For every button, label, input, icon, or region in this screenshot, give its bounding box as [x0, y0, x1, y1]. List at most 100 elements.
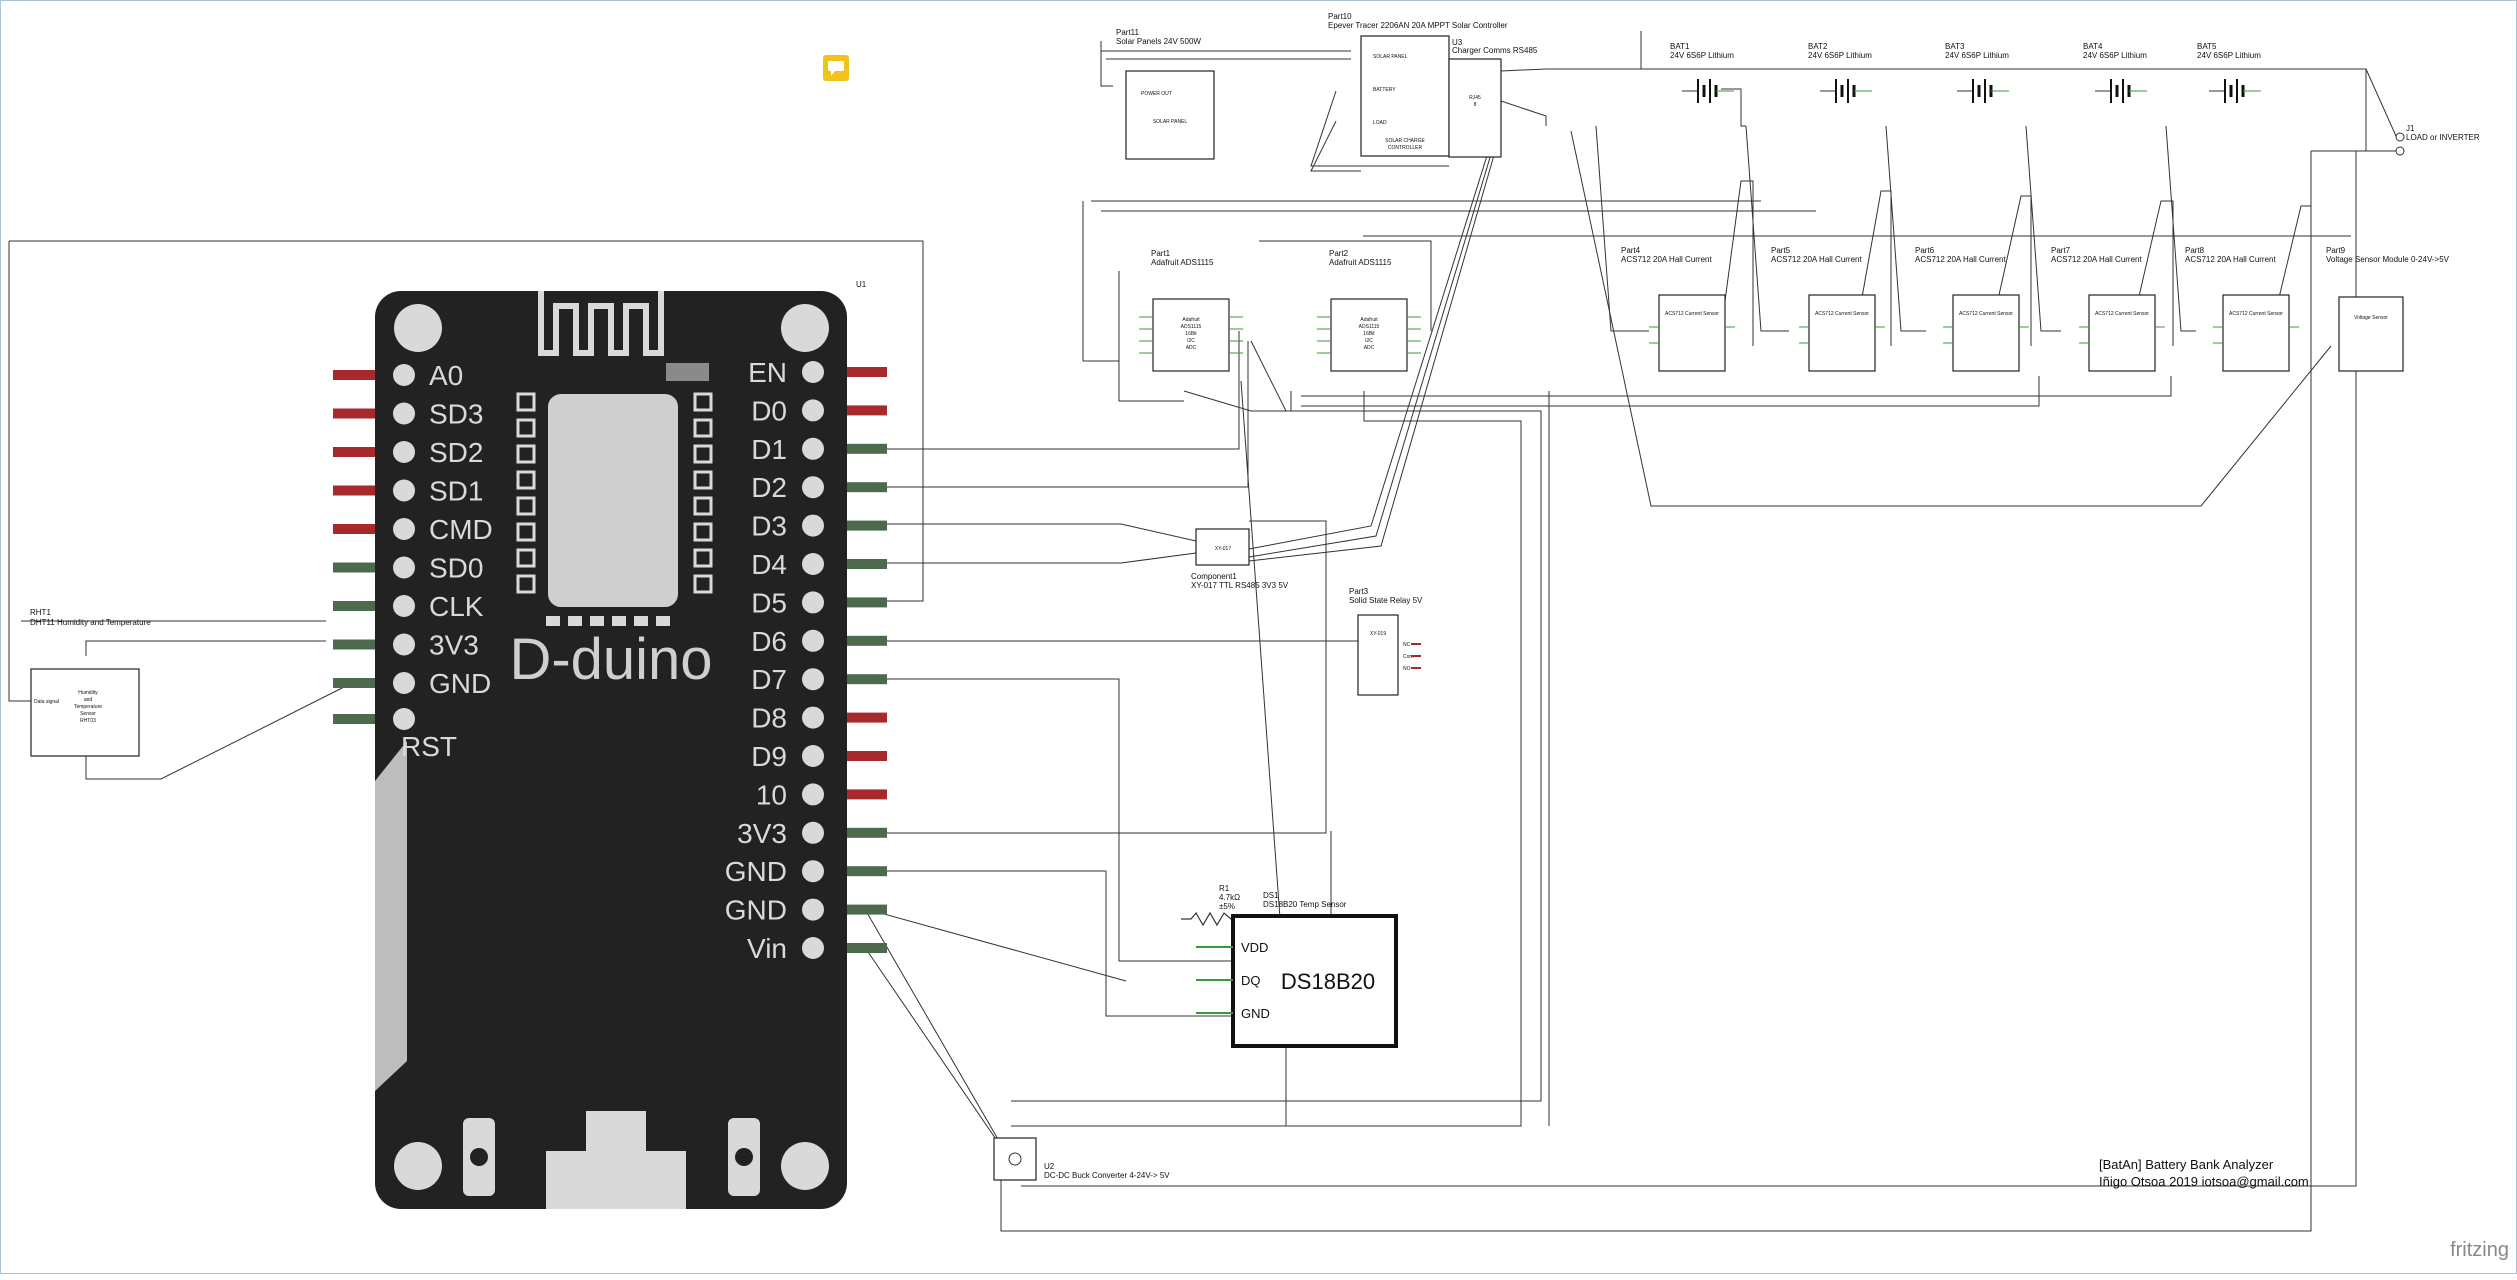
button-icon	[470, 1148, 488, 1166]
pin-pad-icon	[393, 672, 415, 694]
voltage-sensor[interactable]: Part9 Voltage Sensor Module 0-24V->5V Vo…	[2326, 246, 2450, 372]
footer-title: [BatAn] Battery Bank Analyzer	[2099, 1157, 2274, 1172]
ttl-rs485-module[interactable]: XY-017 Component1 XY-017 TTL RS485 3V3 5…	[1191, 528, 1289, 590]
voltage-body-label: Voltage Sensor	[2354, 315, 2388, 321]
pin-stub	[847, 443, 887, 454]
pin-stub	[333, 370, 375, 380]
wire	[1259, 240, 1432, 331]
pin-label: RST	[401, 731, 457, 762]
pin-stub	[333, 639, 375, 650]
adc-body-line: I2C	[1187, 338, 1195, 344]
pin-label: D1	[751, 434, 787, 465]
load-connector[interactable]: J1 LOAD or INVERTER	[2395, 124, 2480, 156]
controller-pin-label: LOAD	[1373, 120, 1387, 126]
dht-body-line: Temperature	[74, 704, 102, 710]
wire	[1720, 180, 1754, 346]
board-label: D-duino	[509, 627, 712, 692]
battery-title: 24V 6S6P Lithium	[2197, 51, 2261, 60]
battery-title: 24V 6S6P Lithium	[1945, 51, 2009, 60]
resistor-value: 4.7kΩ	[1219, 893, 1240, 902]
pin-label: A0	[429, 360, 463, 391]
wire	[1310, 90, 1449, 167]
pin-label: D4	[751, 549, 787, 580]
pad-icon	[693, 496, 713, 516]
wire	[2365, 68, 2397, 137]
panel-ref: Part11	[1116, 28, 1140, 37]
pad-icon	[516, 470, 536, 490]
ds-pin-label: VDD	[1241, 940, 1268, 955]
adc-body-line: ADC	[1364, 345, 1375, 351]
panel-body-label: SOLAR PANEL	[1153, 119, 1188, 125]
ds18b20-sensor[interactable]: DS1 DS18B20 Temp Sensor DS18B20 VDD DQ G…	[1196, 891, 1398, 1048]
ds-ref: DS1	[1263, 891, 1279, 900]
sensor-body-label: ACS712 Current Sensor	[1815, 311, 1869, 317]
pin-stub	[847, 482, 887, 493]
d-duino-board[interactable]: D-duino U1 A0SD3SD2SD1CMDSD0CLK3V3GNDRST…	[333, 280, 887, 1209]
controller-body	[1360, 35, 1450, 157]
pin-label: D2	[751, 472, 787, 503]
solar-charge-controller[interactable]: Part10 Epever Tracer 2206AN 20A MPPT Sol…	[1328, 12, 1538, 158]
dht11-sensor[interactable]: RHT1 DHT11 Humidity and Temperature Data…	[30, 608, 151, 757]
pin-pad-icon	[802, 668, 824, 691]
controller-body-line: CONTROLLER	[1388, 145, 1423, 151]
pin-label: D6	[751, 626, 787, 657]
usb-connector-icon	[586, 1111, 646, 1151]
pullup-resistor[interactable]: R1 4.7kΩ ±5%	[1181, 884, 1241, 927]
resistor-tolerance: ±5%	[1219, 902, 1235, 911]
pin-label: D3	[751, 511, 787, 542]
pin-pad-icon	[802, 361, 824, 383]
pin-label: D5	[751, 587, 787, 618]
pin-label: 3V3	[737, 818, 787, 849]
pin-stub	[333, 447, 375, 457]
battery-ref: BAT5	[2197, 42, 2217, 51]
adc-body-line: 16Bit	[1363, 331, 1375, 337]
controller-body-line: SOLAR CHARGE	[1385, 138, 1425, 144]
fritzing-watermark: fritzing	[2450, 1239, 2509, 1261]
ds-body	[1231, 914, 1398, 1048]
dht-body-line: RHT03	[80, 718, 96, 724]
wire	[1310, 120, 1361, 172]
pin-label: SD3	[429, 399, 483, 430]
solid-state-relay[interactable]: Part3 Solid State Relay 5V XY-019 NC Com…	[1349, 587, 1423, 696]
mounting-hole-icon	[781, 304, 829, 352]
rs485-body-line: 8	[1474, 102, 1477, 108]
antenna-icon	[538, 291, 664, 356]
wire	[1721, 88, 1746, 127]
pin-stub	[847, 827, 887, 838]
resistor-icon	[1181, 911, 1241, 927]
pin-pad-icon	[802, 553, 824, 575]
buck-converter[interactable]: U2 DC-DC Buck Converter 4-24V-> 5V	[993, 1137, 1170, 1181]
sensor-body-label: ACS712 Current Sensor	[1665, 311, 1719, 317]
pin-pad-icon	[802, 860, 824, 883]
wire	[1990, 195, 2032, 346]
pad-icon	[516, 496, 536, 516]
note-icon[interactable]	[823, 55, 849, 81]
wire	[1570, 130, 2332, 507]
pin-stub	[847, 751, 887, 761]
display-icon	[546, 392, 680, 609]
relay-body-label: XY-019	[1370, 631, 1386, 637]
pin-stub	[847, 367, 887, 377]
wires	[8, 31, 2397, 1232]
adc-title: Adafruit ADS1115	[1151, 258, 1214, 267]
pad-icon	[516, 392, 536, 412]
sensor-title: ACS712 20A Hall Current	[1621, 255, 1712, 264]
solar-panel[interactable]: Part11 Solar Panels 24V 500W POWER OUT S…	[1116, 28, 1215, 160]
pin-stub	[333, 562, 375, 573]
battery-ref: BAT4	[2083, 42, 2103, 51]
pad-icon	[516, 522, 536, 542]
button-icon	[735, 1148, 753, 1166]
